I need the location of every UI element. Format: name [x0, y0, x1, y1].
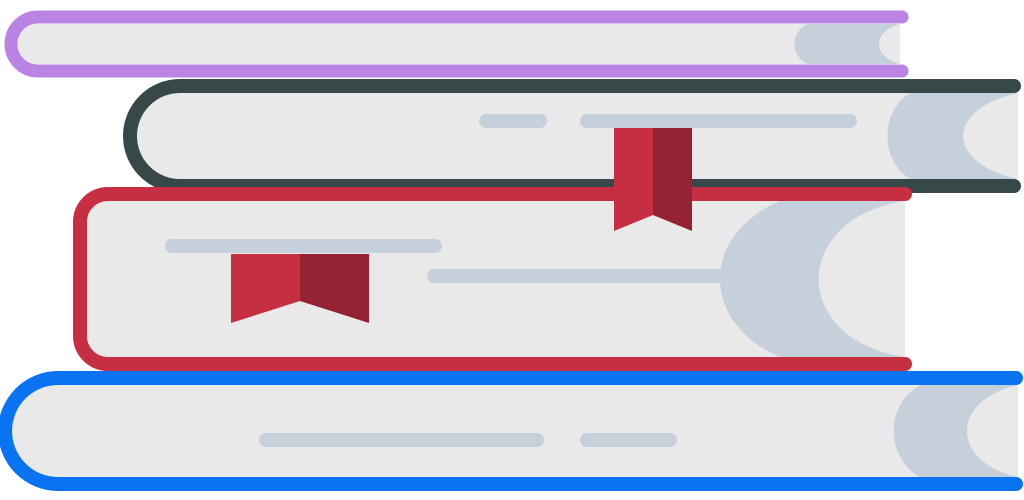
dark-book-cover — [123, 79, 1021, 193]
blue-book-long-line — [259, 433, 544, 447]
blue-book-page-shadow — [893, 385, 1018, 477]
purple-book-cover — [4, 10, 909, 78]
bookmark-right-half — [300, 254, 369, 323]
dark-book-page-shadow — [887, 93, 1018, 179]
blue-book-cover — [0, 371, 1023, 491]
blue-book-short-line — [580, 433, 677, 447]
dark-book — [123, 79, 1021, 193]
blue-book — [0, 371, 1023, 491]
dark-book-long-line — [580, 114, 857, 128]
red-book-cover — [73, 187, 912, 371]
bookmark-icon — [231, 254, 369, 323]
dark-book-short-line — [479, 114, 547, 128]
red-book-page-shadow — [720, 201, 905, 357]
bookmark-left-half — [614, 128, 653, 231]
red-book — [73, 187, 912, 371]
bookmark-left-half — [231, 254, 300, 323]
purple-book-page-shadow — [794, 24, 900, 64]
red-book-middle-line — [427, 269, 727, 283]
bookmark-icon — [614, 128, 692, 231]
purple-book-pages — [18, 24, 900, 64]
dark-book-pages — [137, 93, 1018, 179]
purple-book — [4, 10, 909, 78]
blue-book-pages — [12, 385, 1018, 477]
bookmark-right-half — [653, 128, 692, 231]
red-book-top-line — [165, 239, 442, 253]
